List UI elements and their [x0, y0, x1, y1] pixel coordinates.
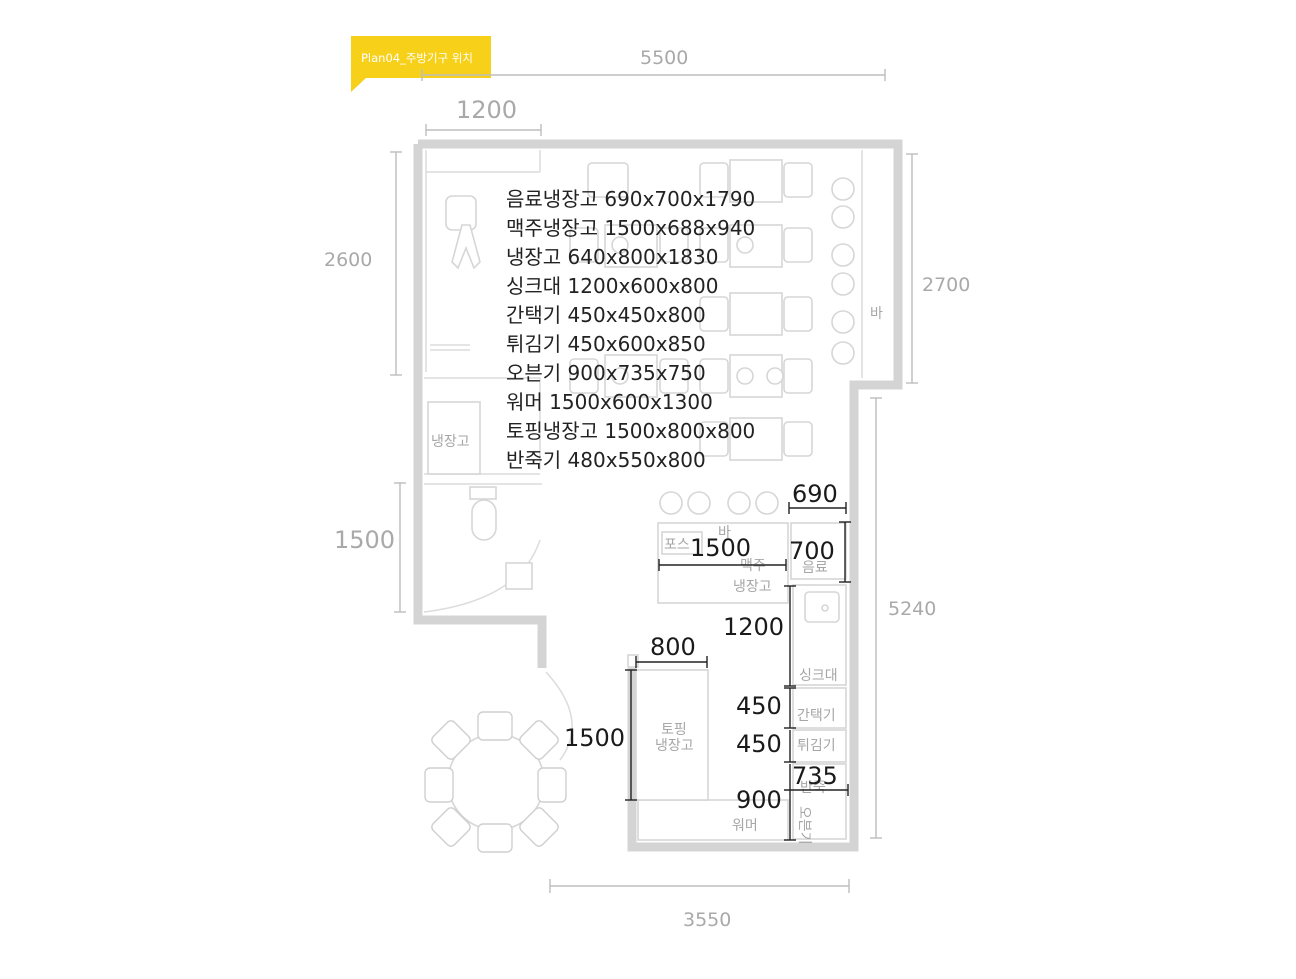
- label-oven-1: 반죽: [800, 780, 826, 796]
- label-oven-2: 오븐기: [796, 806, 812, 845]
- overall-dimensions: 5500 1200 2600 1500 2700 5240 3550: [324, 47, 970, 931]
- dim-top-small: 1200: [456, 96, 517, 124]
- dim-topping-width: 800: [650, 633, 696, 661]
- dim-oven-width: 900: [736, 786, 782, 814]
- dim-fridge-width: 690: [792, 480, 838, 508]
- label-topping-2: 냉장고: [655, 738, 694, 754]
- equipment-dimensions: 690 1500 700 1200 800 1500 450 450 735: [564, 480, 851, 841]
- spec-item: 토핑냉장고 1500x800x800: [506, 419, 755, 443]
- dim-left-lower: 1500: [334, 526, 395, 554]
- warmer-unit: [637, 799, 789, 841]
- dim-sink: 1200: [723, 613, 784, 641]
- plan-tag-label: Plan04_주방기구 위치: [361, 51, 473, 65]
- label-fridge-room: 냉장고: [431, 434, 470, 450]
- dim-topping-length: 1500: [564, 724, 625, 752]
- label-warmer: 워머: [732, 818, 758, 834]
- spec-item: 워머 1500x600x1300: [506, 390, 713, 414]
- plan-tag-shape: [351, 36, 491, 92]
- drink-fridge: [790, 522, 847, 580]
- pos-box: [661, 531, 703, 555]
- spec-item: 냉장고 640x800x1830: [506, 245, 718, 269]
- spec-item: 간택기 450x450x800: [506, 303, 706, 327]
- room-labels: 바 냉장고 포스 바 맥주 냉장고 음료 싱크대 간택기 튀김기 반죽 오븐기 …: [431, 306, 883, 845]
- dim-bottom: 3550: [683, 909, 731, 931]
- spec-item: 오븐기 900x735x750: [506, 361, 706, 385]
- plan-tag: Plan04_주방기구 위치: [351, 36, 491, 92]
- label-beer-2: 냉장고: [733, 579, 772, 595]
- walls: [413, 139, 903, 852]
- label-bar: 바: [870, 306, 883, 322]
- spec-item: 반죽기 480x550x800: [506, 448, 706, 472]
- label-bar-small: 바: [718, 525, 731, 541]
- dim-fridge-depth: 700: [789, 537, 835, 565]
- label-drink-fridge: 음료: [802, 560, 828, 576]
- round-table-group: [424, 711, 567, 853]
- kitchen-equipment: [427, 401, 847, 841]
- dim-beer-width: 1500: [690, 534, 751, 562]
- spec-item: 맥주냉장고 1500x688x940: [506, 216, 755, 240]
- gantaek-unit: [792, 687, 847, 729]
- oven-unit: [792, 763, 847, 840]
- fryer-unit: [792, 729, 847, 763]
- topping-fridge: [635, 669, 709, 801]
- label-pos: 포스: [664, 537, 690, 553]
- spec-item: 튀김기 450x600x850: [506, 332, 706, 356]
- label-sink: 싱크대: [799, 668, 838, 684]
- label-fryer: 튀김기: [797, 738, 836, 754]
- spec-item: 음료냉장고 690x700x1790: [506, 187, 755, 211]
- dining-furniture: [430, 159, 855, 515]
- dim-right-upper: 2700: [922, 274, 970, 296]
- label-topping-1: 토핑: [661, 722, 687, 738]
- label-gantaek: 간택기: [797, 708, 836, 724]
- fridge-room-unit: [427, 401, 481, 475]
- spec-list: 음료냉장고 690x700x1790 맥주냉장고 1500x688x940 냉장…: [506, 187, 755, 472]
- dim-top-overall: 5500: [640, 47, 688, 69]
- dim-right-lower: 5240: [888, 598, 936, 620]
- dim-oven-depth: 735: [792, 762, 838, 790]
- dim-left-upper: 2600: [324, 249, 372, 271]
- dim-fryer: 450: [736, 730, 782, 758]
- spec-item: 싱크대 1200x600x800: [506, 274, 718, 298]
- dim-gantaek: 450: [736, 692, 782, 720]
- label-beer-1: 맥주: [740, 558, 766, 574]
